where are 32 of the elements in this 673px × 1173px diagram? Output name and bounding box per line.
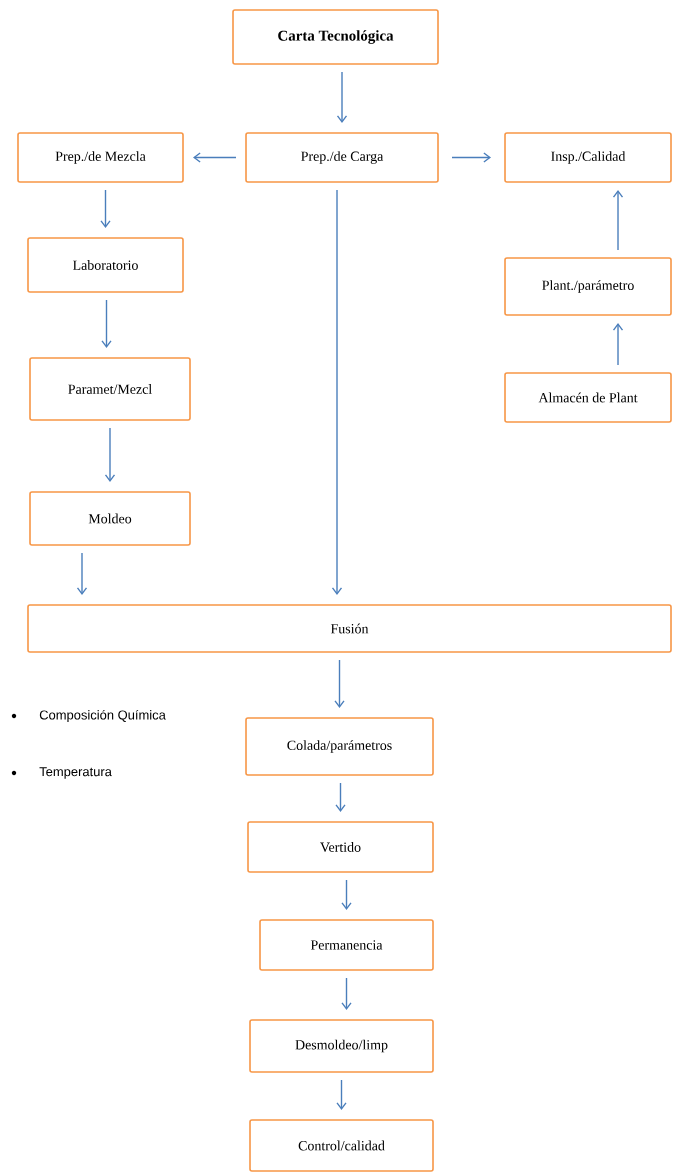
arrow <box>193 152 237 163</box>
arrow <box>101 299 112 348</box>
process-box: Laboratorio <box>27 237 184 293</box>
process-box: Permanencia <box>259 919 434 971</box>
process-box: Vertido <box>247 821 434 873</box>
arrow <box>76 552 88 595</box>
process-box: Insp./Calidad <box>504 132 672 183</box>
process-box: Fusión <box>27 604 672 653</box>
process-box: Moldeo <box>29 491 191 546</box>
bullet-text: Temperatura <box>39 767 112 779</box>
arrow <box>612 190 624 251</box>
arrow <box>335 782 346 812</box>
process-box: Plant./parámetro <box>504 257 672 316</box>
arrow <box>612 323 624 366</box>
process-box: Almacén de Plant <box>504 372 672 423</box>
arrow <box>341 879 352 910</box>
process-box: Paramet/Mezcl <box>29 357 191 421</box>
process-box: Desmoldeo/limp <box>249 1019 434 1073</box>
arrow <box>341 977 352 1010</box>
arrow <box>100 189 111 228</box>
process-box: Prep./de Carga <box>245 132 439 183</box>
process-box: Prep./de Mezcla <box>17 132 184 183</box>
process-box: Colada/parámetros <box>245 717 434 776</box>
arrow <box>331 189 343 595</box>
arrow <box>451 152 491 163</box>
title-box: Carta Tecnológica <box>232 9 439 65</box>
bullet-text: Composición Química <box>39 709 166 723</box>
arrow <box>334 659 345 708</box>
arrow <box>336 71 348 123</box>
process-box: Control/calidad <box>249 1119 434 1172</box>
arrow <box>336 1079 347 1110</box>
arrow <box>104 427 116 482</box>
